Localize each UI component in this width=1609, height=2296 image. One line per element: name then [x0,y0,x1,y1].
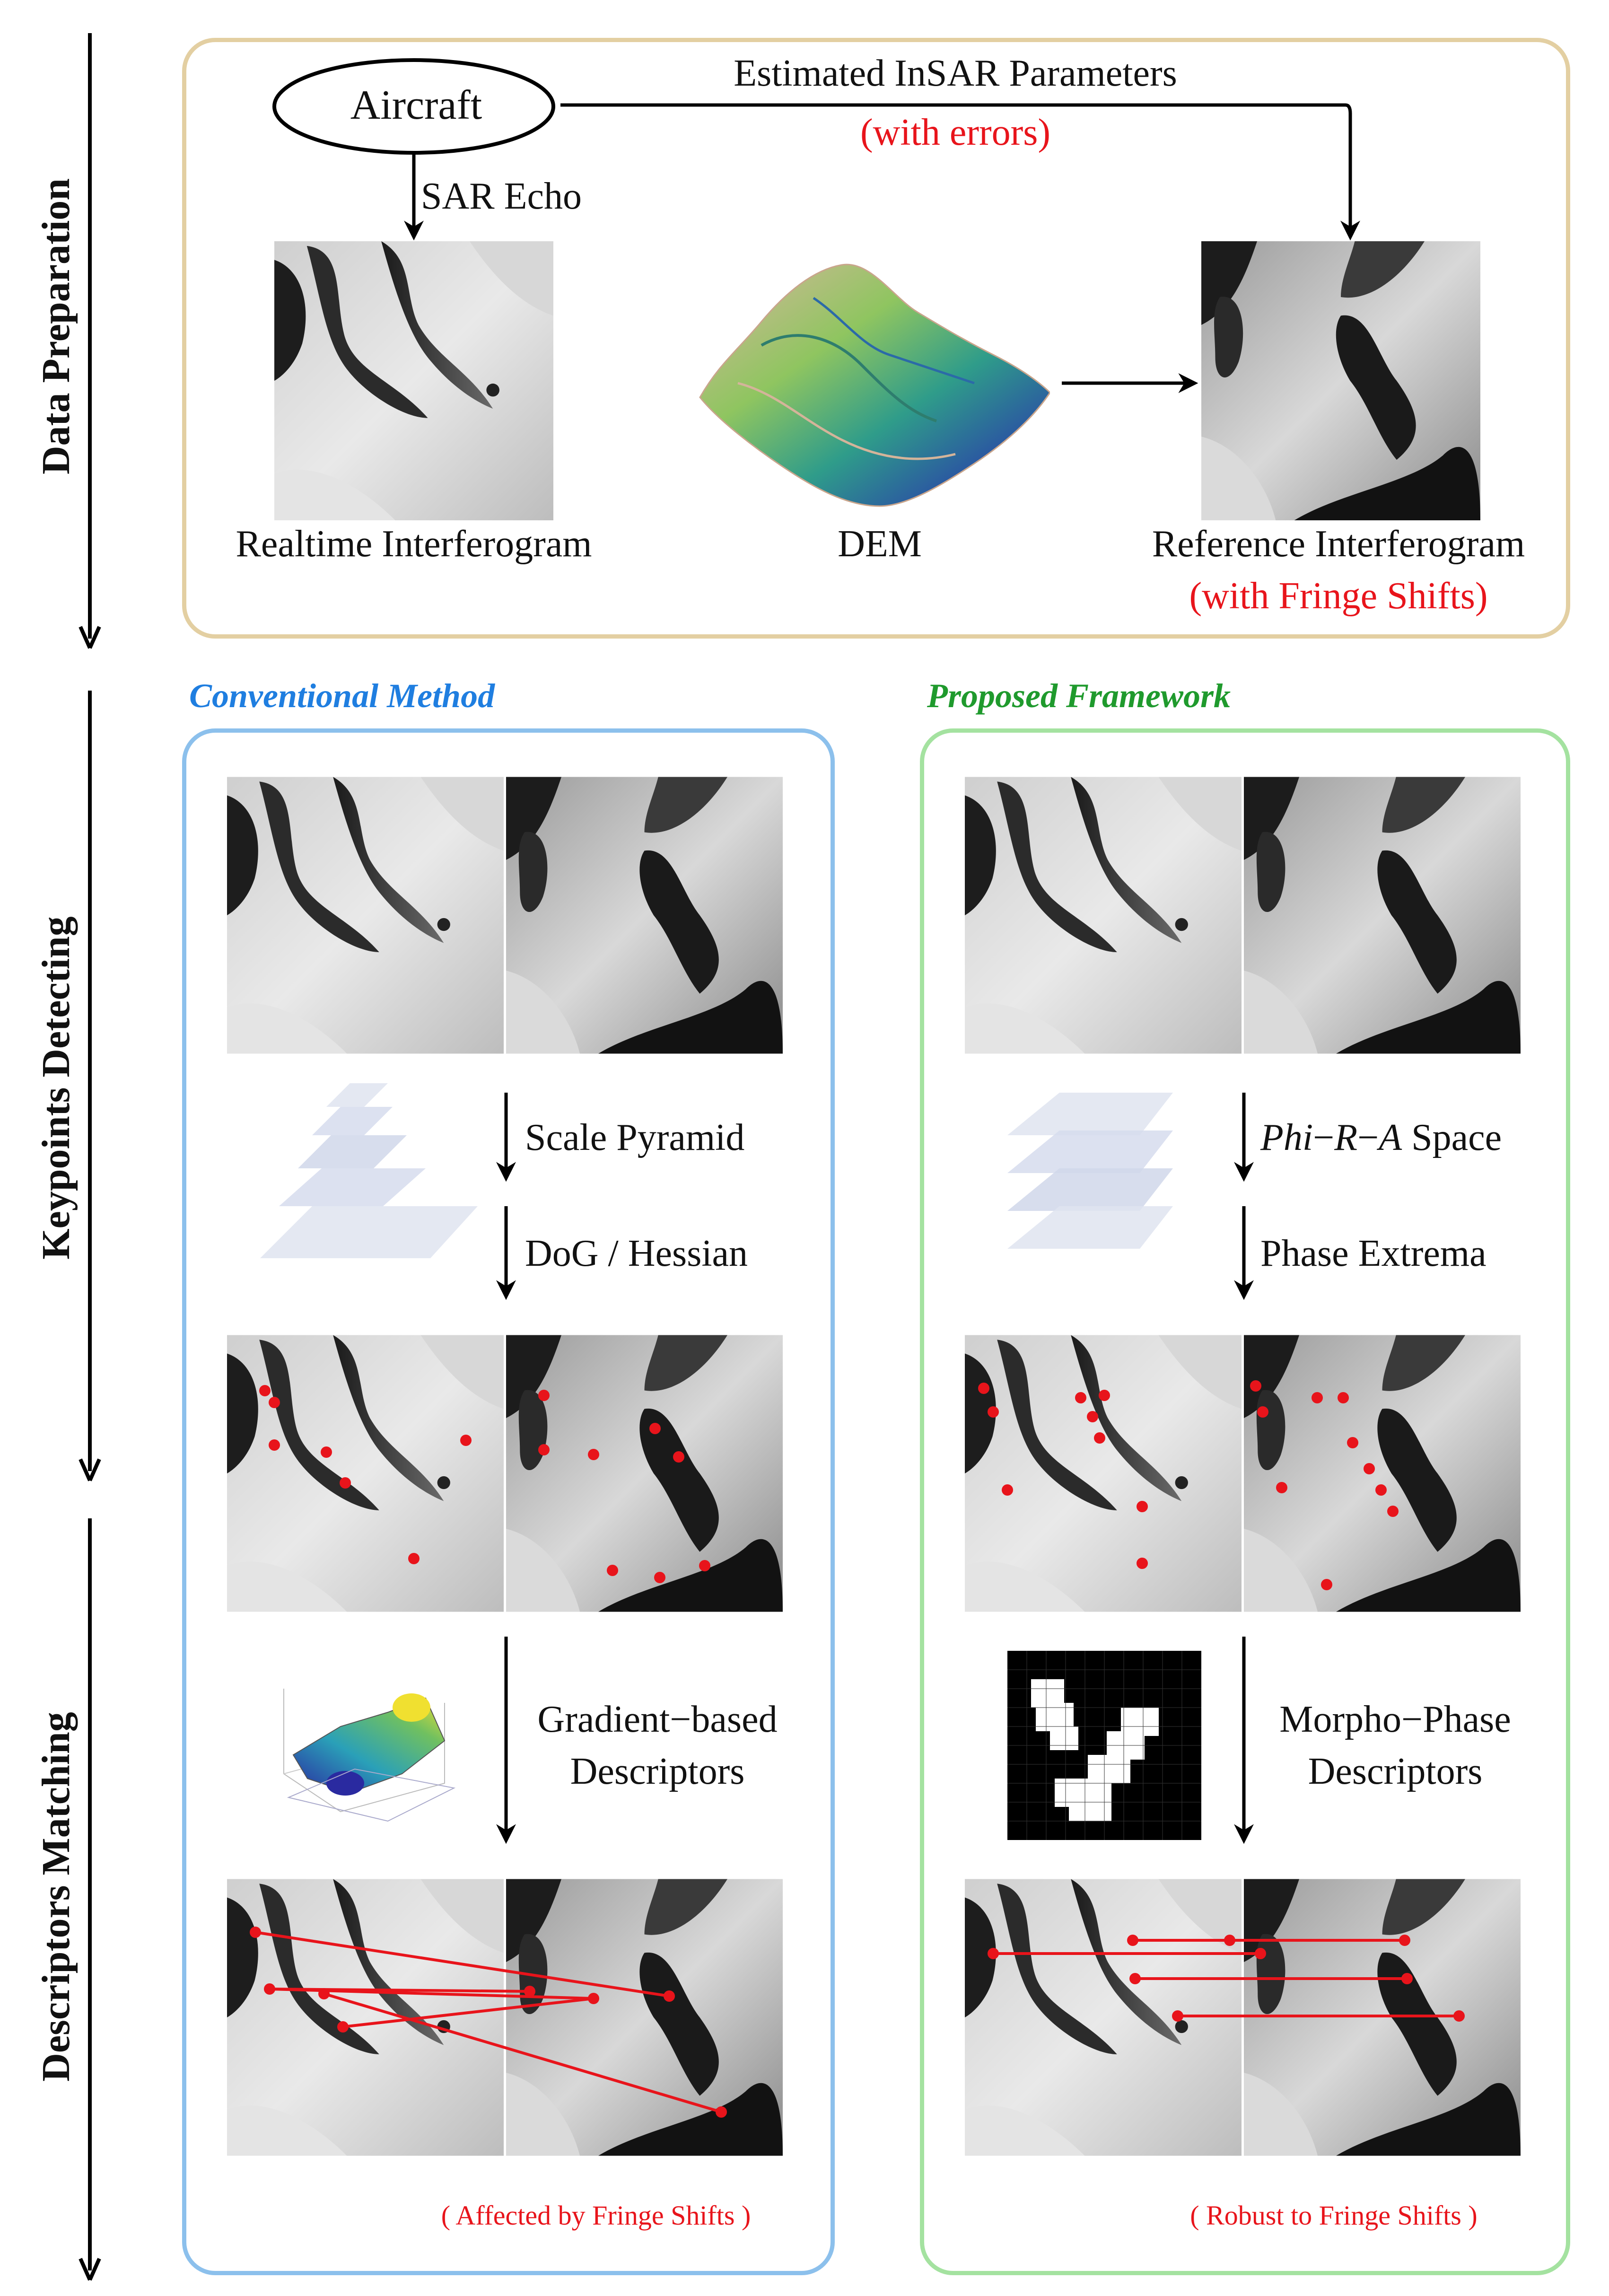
proposed-keypoints-pair [965,1335,1521,1612]
conventional-panel [182,728,835,2275]
morpho-phase-line1: Morpho−Phase [1279,1699,1511,1740]
with-errors-label: (with errors) [860,112,1051,153]
gradient-descriptors-line2: Descriptors [570,1751,745,1792]
proposed-panel [920,728,1570,2275]
stage-label-data-preparation: Data Preparation [34,178,78,475]
conventional-note: ( Affected by Fringe Shifts ) [441,2200,751,2231]
proposed-title: Proposed Framework [927,677,1231,715]
proposed-input-pair [965,777,1521,1054]
proposed-match-lines [993,1939,1459,2017]
phase-extrema-label: Phase Extrema [1260,1233,1487,1274]
conventional-keypoints-pair [227,1335,783,1612]
conventional-input-pair [227,777,783,1054]
sar-echo-label: SAR Echo [421,175,582,217]
conventional-match-points [250,1927,727,2118]
gradient-arrow [496,1637,516,1844]
phi-r-a-space-icon [1007,1093,1173,1249]
estimated-params-label: Estimated InSAR Parameters [734,53,1177,94]
phi-r-a-space-label: Phi−R−A Space [1260,1117,1502,1158]
gradient-surface-icon [283,1689,456,1822]
conventional-keypoints [259,1385,710,1583]
stage-label-descriptors: Descriptors Matching [34,1712,78,2082]
morpho-arrow [1234,1637,1254,1844]
fringe-shift-note: (with Fringe Shifts) [1189,575,1488,617]
proposed-note: ( Robust to Fringe Shifts ) [1190,2200,1478,2231]
realtime-interferogram-label: Realtime Interferogram [236,523,592,565]
dog-hessian-label: DoG / Hessian [525,1233,748,1274]
reference-interferogram-image [1201,241,1480,520]
prep-arrows [272,58,1360,393]
morpho-phase-line2: Descriptors [1308,1751,1483,1792]
proposed-keypoints [978,1380,1399,1590]
gradient-descriptors-line1: Gradient−based [537,1699,778,1740]
realtime-interferogram-image [274,241,553,520]
stage-arrow-keypoints [79,691,101,1481]
conventional-title: Conventional Method [189,677,495,715]
stage-arrow-descriptors [79,1518,101,2281]
scale-pyramid-icon [260,1083,478,1258]
morpho-phase-grid-icon [1007,1651,1201,1840]
dem-image [699,263,1050,507]
reference-interferogram-label: Reference Interferogram [1152,523,1525,565]
dem-label: DEM [838,523,922,565]
aircraft-node: Aircraft [350,82,482,128]
proposed-matching-pair [965,1879,1521,2156]
proposed-match-points [988,1935,1465,2022]
proposed-step-arrows [1234,1093,1254,1300]
conventional-step-arrows [496,1093,516,1300]
stage-label-keypoints: Keypoints Detecting [34,916,78,1260]
stage-arrow-data-preparation [79,33,101,649]
conventional-matching-pair [227,1879,783,2156]
data-preparation-panel [182,38,1570,639]
scale-pyramid-label: Scale Pyramid [525,1117,745,1158]
